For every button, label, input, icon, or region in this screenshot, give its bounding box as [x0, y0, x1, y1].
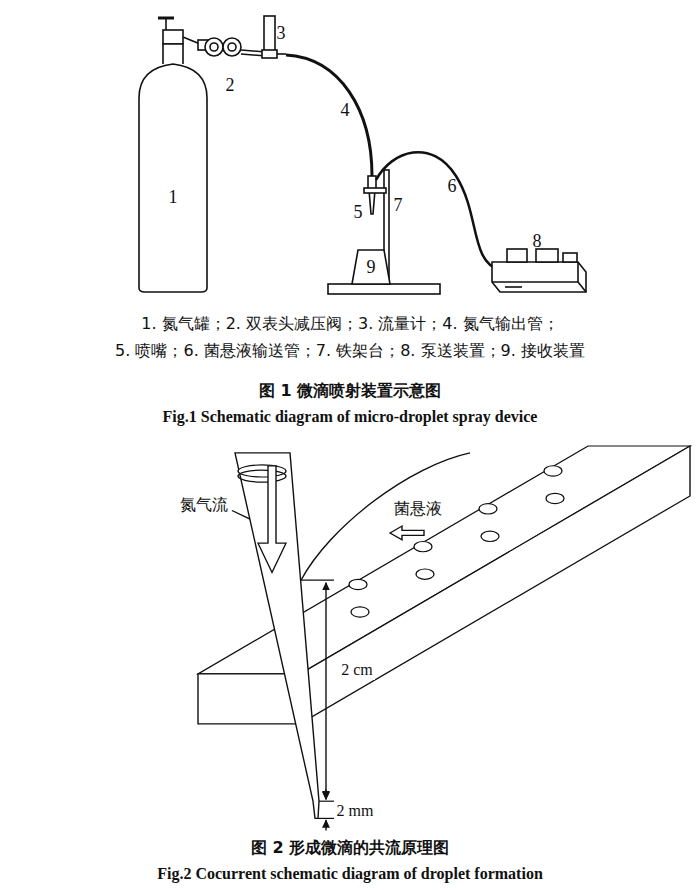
droplets [544, 466, 562, 476]
gas-flow-arrow [258, 466, 286, 573]
suspension-arrow [390, 526, 424, 540]
pressure-regulator [198, 38, 266, 56]
droplets [416, 569, 434, 579]
cylinder-valve [158, 18, 200, 44]
callout-number: 9 [367, 258, 376, 278]
flowmeter [262, 50, 277, 58]
callout-number: 8 [533, 231, 542, 252]
figure-caption: 图 1 微滴喷射装置示意图 [259, 382, 441, 400]
iron-stand [364, 188, 386, 193]
nitrogen-tube [286, 55, 372, 176]
flowmeter [264, 16, 275, 52]
pump-device [505, 286, 522, 288]
nitrogen-tank: 1 [135, 38, 211, 294]
iron-stand [328, 284, 440, 294]
microchannel-chip [300, 446, 690, 724]
droplets [546, 493, 564, 503]
droplets [414, 541, 432, 551]
figure-caption: 图 2 形成微滴的共流原理图 [251, 839, 449, 857]
line-art [198, 446, 690, 830]
gas-nozzle-cone [238, 470, 286, 482]
legend-line: 1. 氮气罐；2. 双表头减压阀；3. 流量计；4. 氮气输出管； [141, 315, 558, 333]
dimension-label: 2 cm [339, 661, 375, 679]
cylinder-valve [165, 18, 167, 30]
droplets [481, 531, 499, 541]
pressure-regulator [228, 43, 236, 51]
flowmeter [277, 53, 286, 55]
dimension-lines [301, 580, 334, 830]
pump-device [536, 249, 558, 262]
leader-line [232, 511, 250, 520]
pump-device [492, 281, 578, 283]
droplets [479, 504, 497, 514]
pump-device [578, 282, 586, 292]
callout-number: 6 [448, 176, 457, 197]
flow-label: 菌悬液 [394, 500, 442, 518]
dimension-lines [319, 801, 334, 802]
pressure-regulator [223, 38, 241, 56]
dimension-lines [325, 820, 326, 830]
pressure-regulator [205, 38, 223, 56]
pump-device [563, 253, 577, 262]
pump-device [507, 249, 527, 262]
droplets [349, 579, 367, 589]
callout-number: 5 [354, 202, 363, 223]
pump-device [492, 262, 586, 292]
figure-caption: Fig.1 Schematic diagram of micro-droplet… [163, 408, 538, 426]
dimension-lines [301, 580, 334, 581]
gas-nozzle-cone [235, 453, 319, 819]
nozzle [368, 176, 376, 214]
callout-number: 7 [394, 195, 403, 216]
cylinder-valve [158, 17, 174, 20]
flow-label: 氮气流 [180, 496, 228, 514]
receiver-beaker: 9 [350, 248, 392, 286]
droplets [349, 466, 564, 617]
dimension-lines [318, 818, 334, 819]
flowmeter [262, 16, 286, 58]
gas-nozzle-cone [238, 465, 286, 477]
pressure-regulator [210, 43, 218, 51]
figure-caption: Fig.2 Cocurrent schematic diagram of dro… [157, 865, 543, 883]
cylinder-valve [163, 30, 183, 44]
droplets [351, 607, 369, 617]
microchannel-chip [198, 674, 300, 724]
suspension-tube [376, 152, 500, 270]
callout-number: 4 [341, 100, 350, 121]
nitrogen-tank-outline [139, 44, 207, 292]
line-art [158, 16, 586, 294]
callout-number: 3 [277, 23, 286, 44]
dimension-label: 2 mm [335, 802, 376, 820]
legend-line: 5. 喷嘴；6. 菌悬液输送管；7. 铁架台；8. 泵送装置；9. 接收装置 [115, 342, 585, 360]
dimension-lines [325, 789, 326, 799]
gas-nozzle-cone [235, 453, 319, 819]
callout-number: 2 [226, 75, 235, 96]
dimension-lines [325, 583, 326, 799]
suspension-stream [301, 453, 470, 580]
pump-device [577, 262, 579, 282]
callout-number: 1 [169, 188, 178, 208]
iron-stand [328, 170, 440, 294]
nitrogen-tank-outline [135, 38, 211, 294]
gas-flow-arrow [258, 466, 286, 573]
pump-device [492, 249, 586, 292]
receiver-beaker-outline [352, 250, 390, 284]
